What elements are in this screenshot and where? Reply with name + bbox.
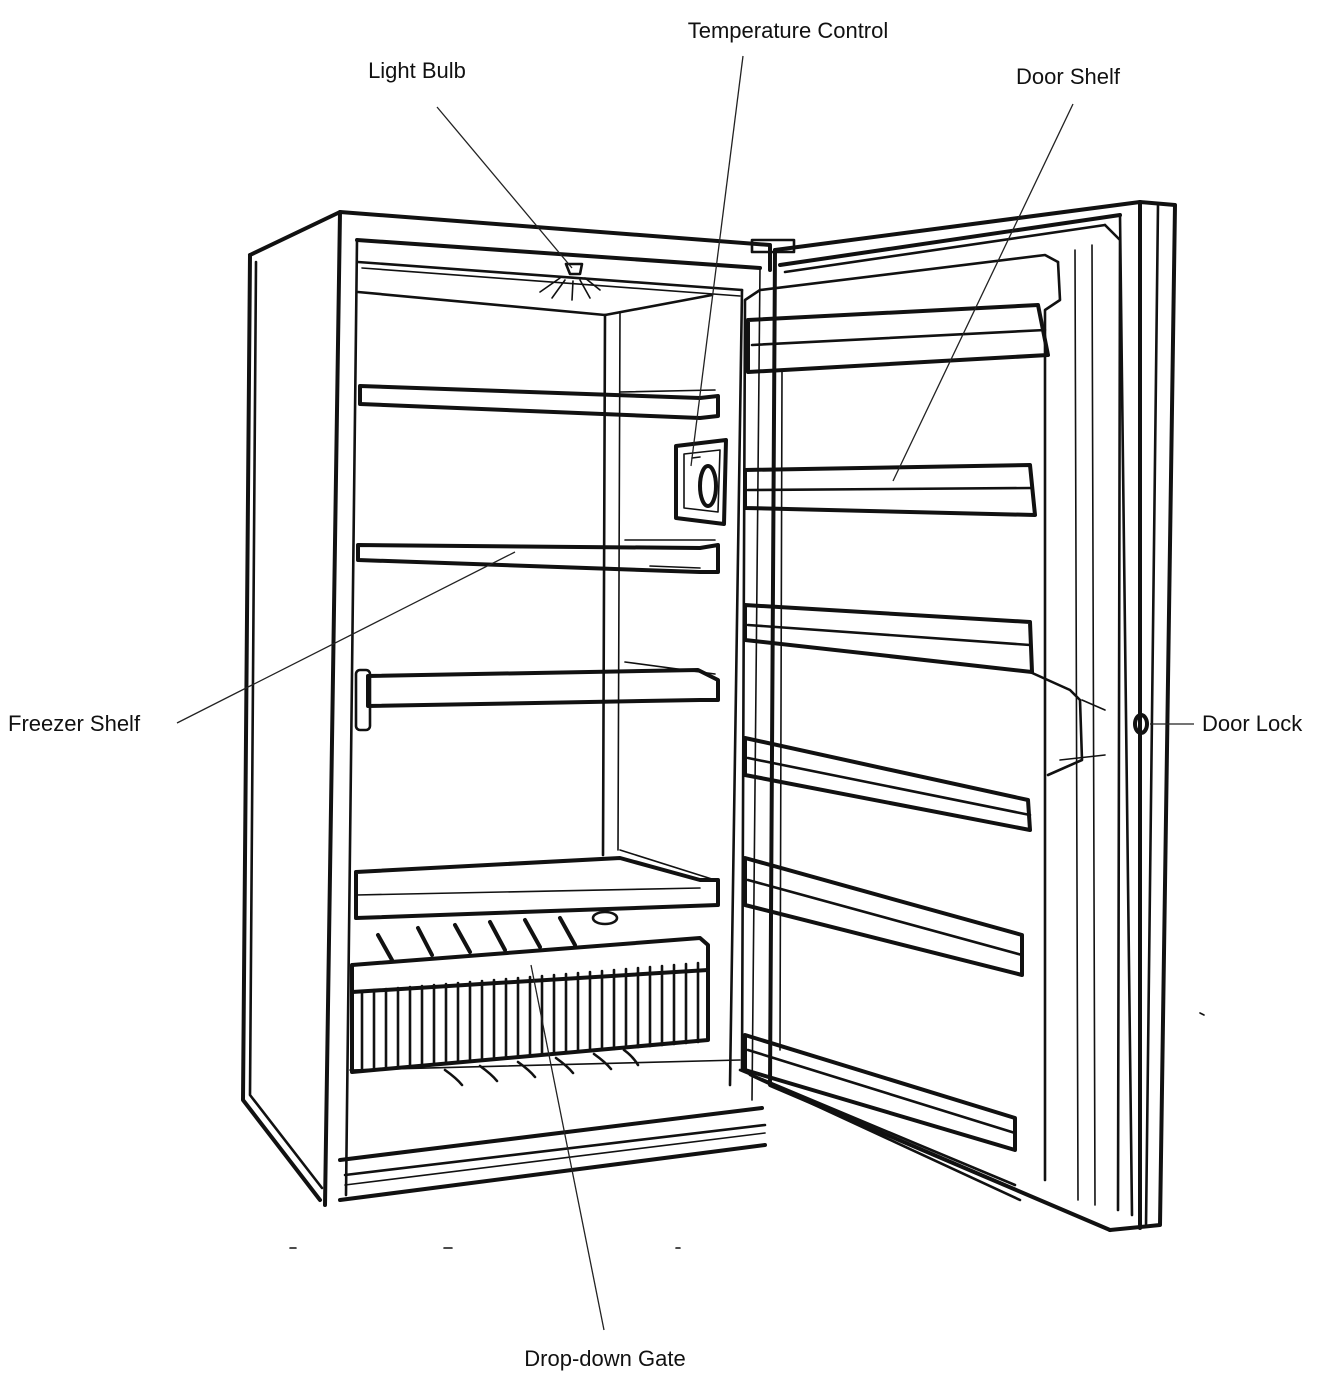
drop-down-gate-basket [350,910,710,1087]
drop-down-gate-label: Drop-down Gate [524,1346,685,1371]
door-shelf-leader [892,103,1074,482]
freezer-door [738,200,1177,1232]
temperature-control-leader [690,55,744,467]
temperature-control-label: Temperature Control [688,18,889,43]
door-lock-label: Door Lock [1202,711,1303,736]
freezer-shelf-label: Freezer Shelf [8,711,141,736]
light-bulb-label: Light Bulb [368,58,466,83]
freezer-cabinet [241,210,796,1207]
light-bulb-icon [539,262,601,301]
drop-down-gate-leader [530,964,605,1331]
light-bulb-leader [436,106,573,269]
freezer-shelves [354,384,720,920]
freezer-shelf-leader [176,551,516,724]
temperature-control-dial [674,438,728,526]
door-lock-icon [1133,713,1149,735]
door-shelf-label: Door Shelf [1016,64,1121,89]
